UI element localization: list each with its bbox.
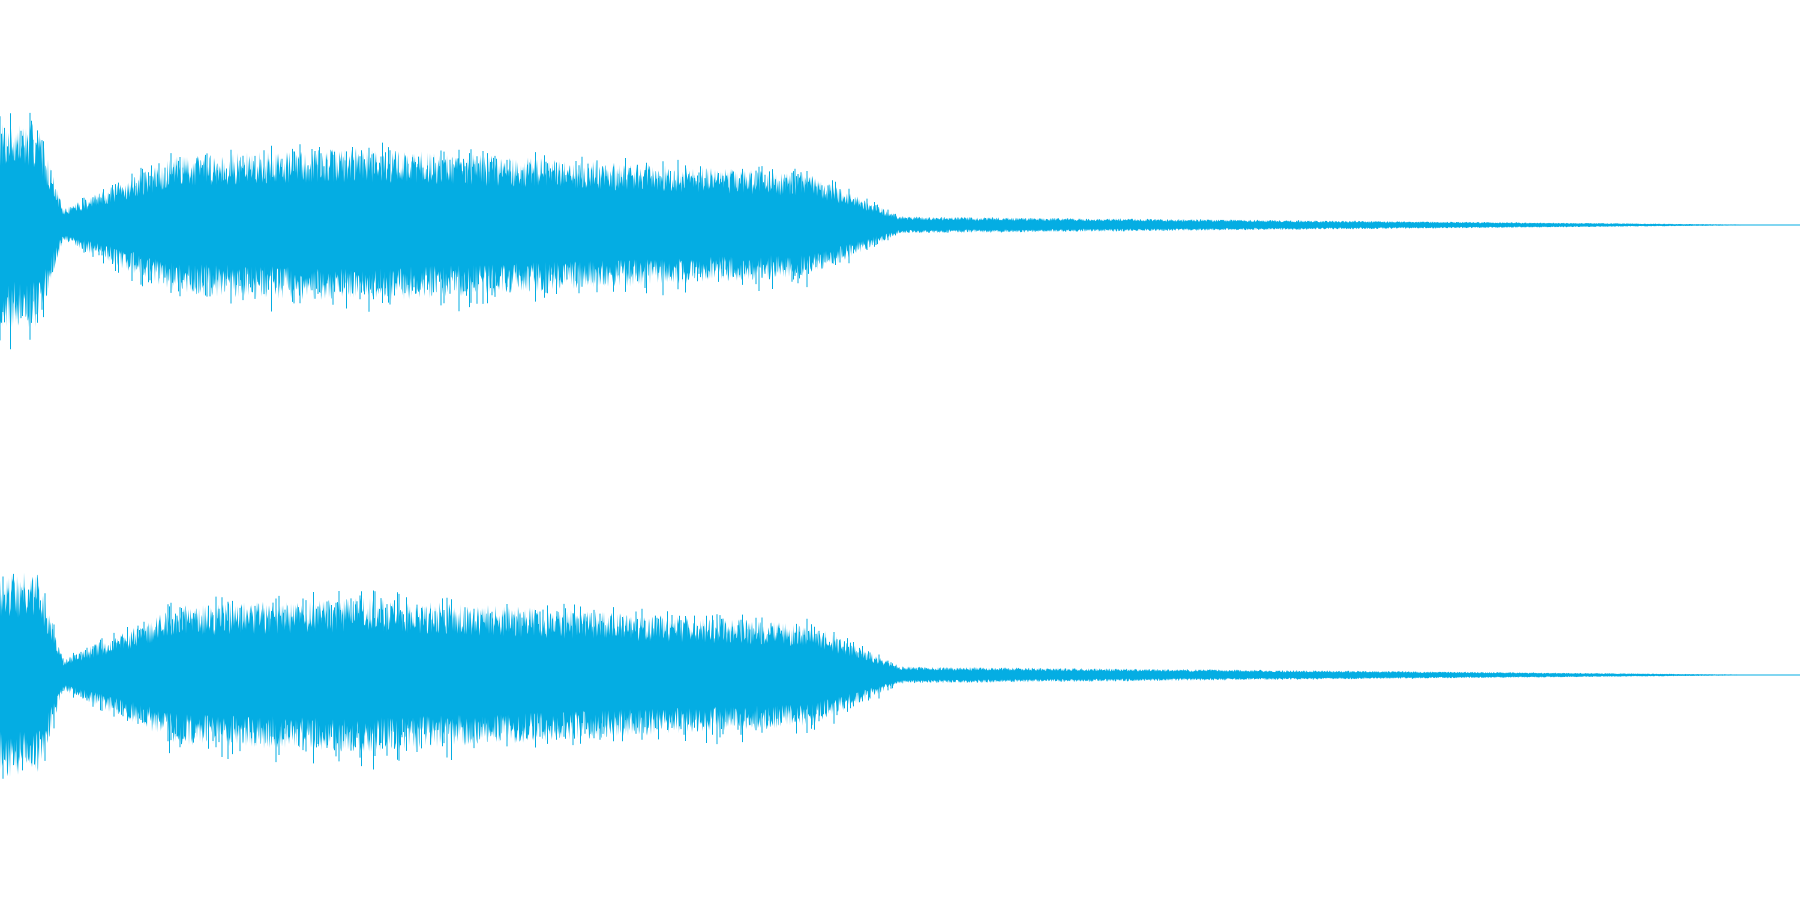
- waveform-body: [0, 572, 1800, 778]
- waveform-body: [0, 123, 1800, 328]
- channel-1-waveform: [0, 112, 1800, 350]
- channel-2-waveform: [0, 572, 1800, 779]
